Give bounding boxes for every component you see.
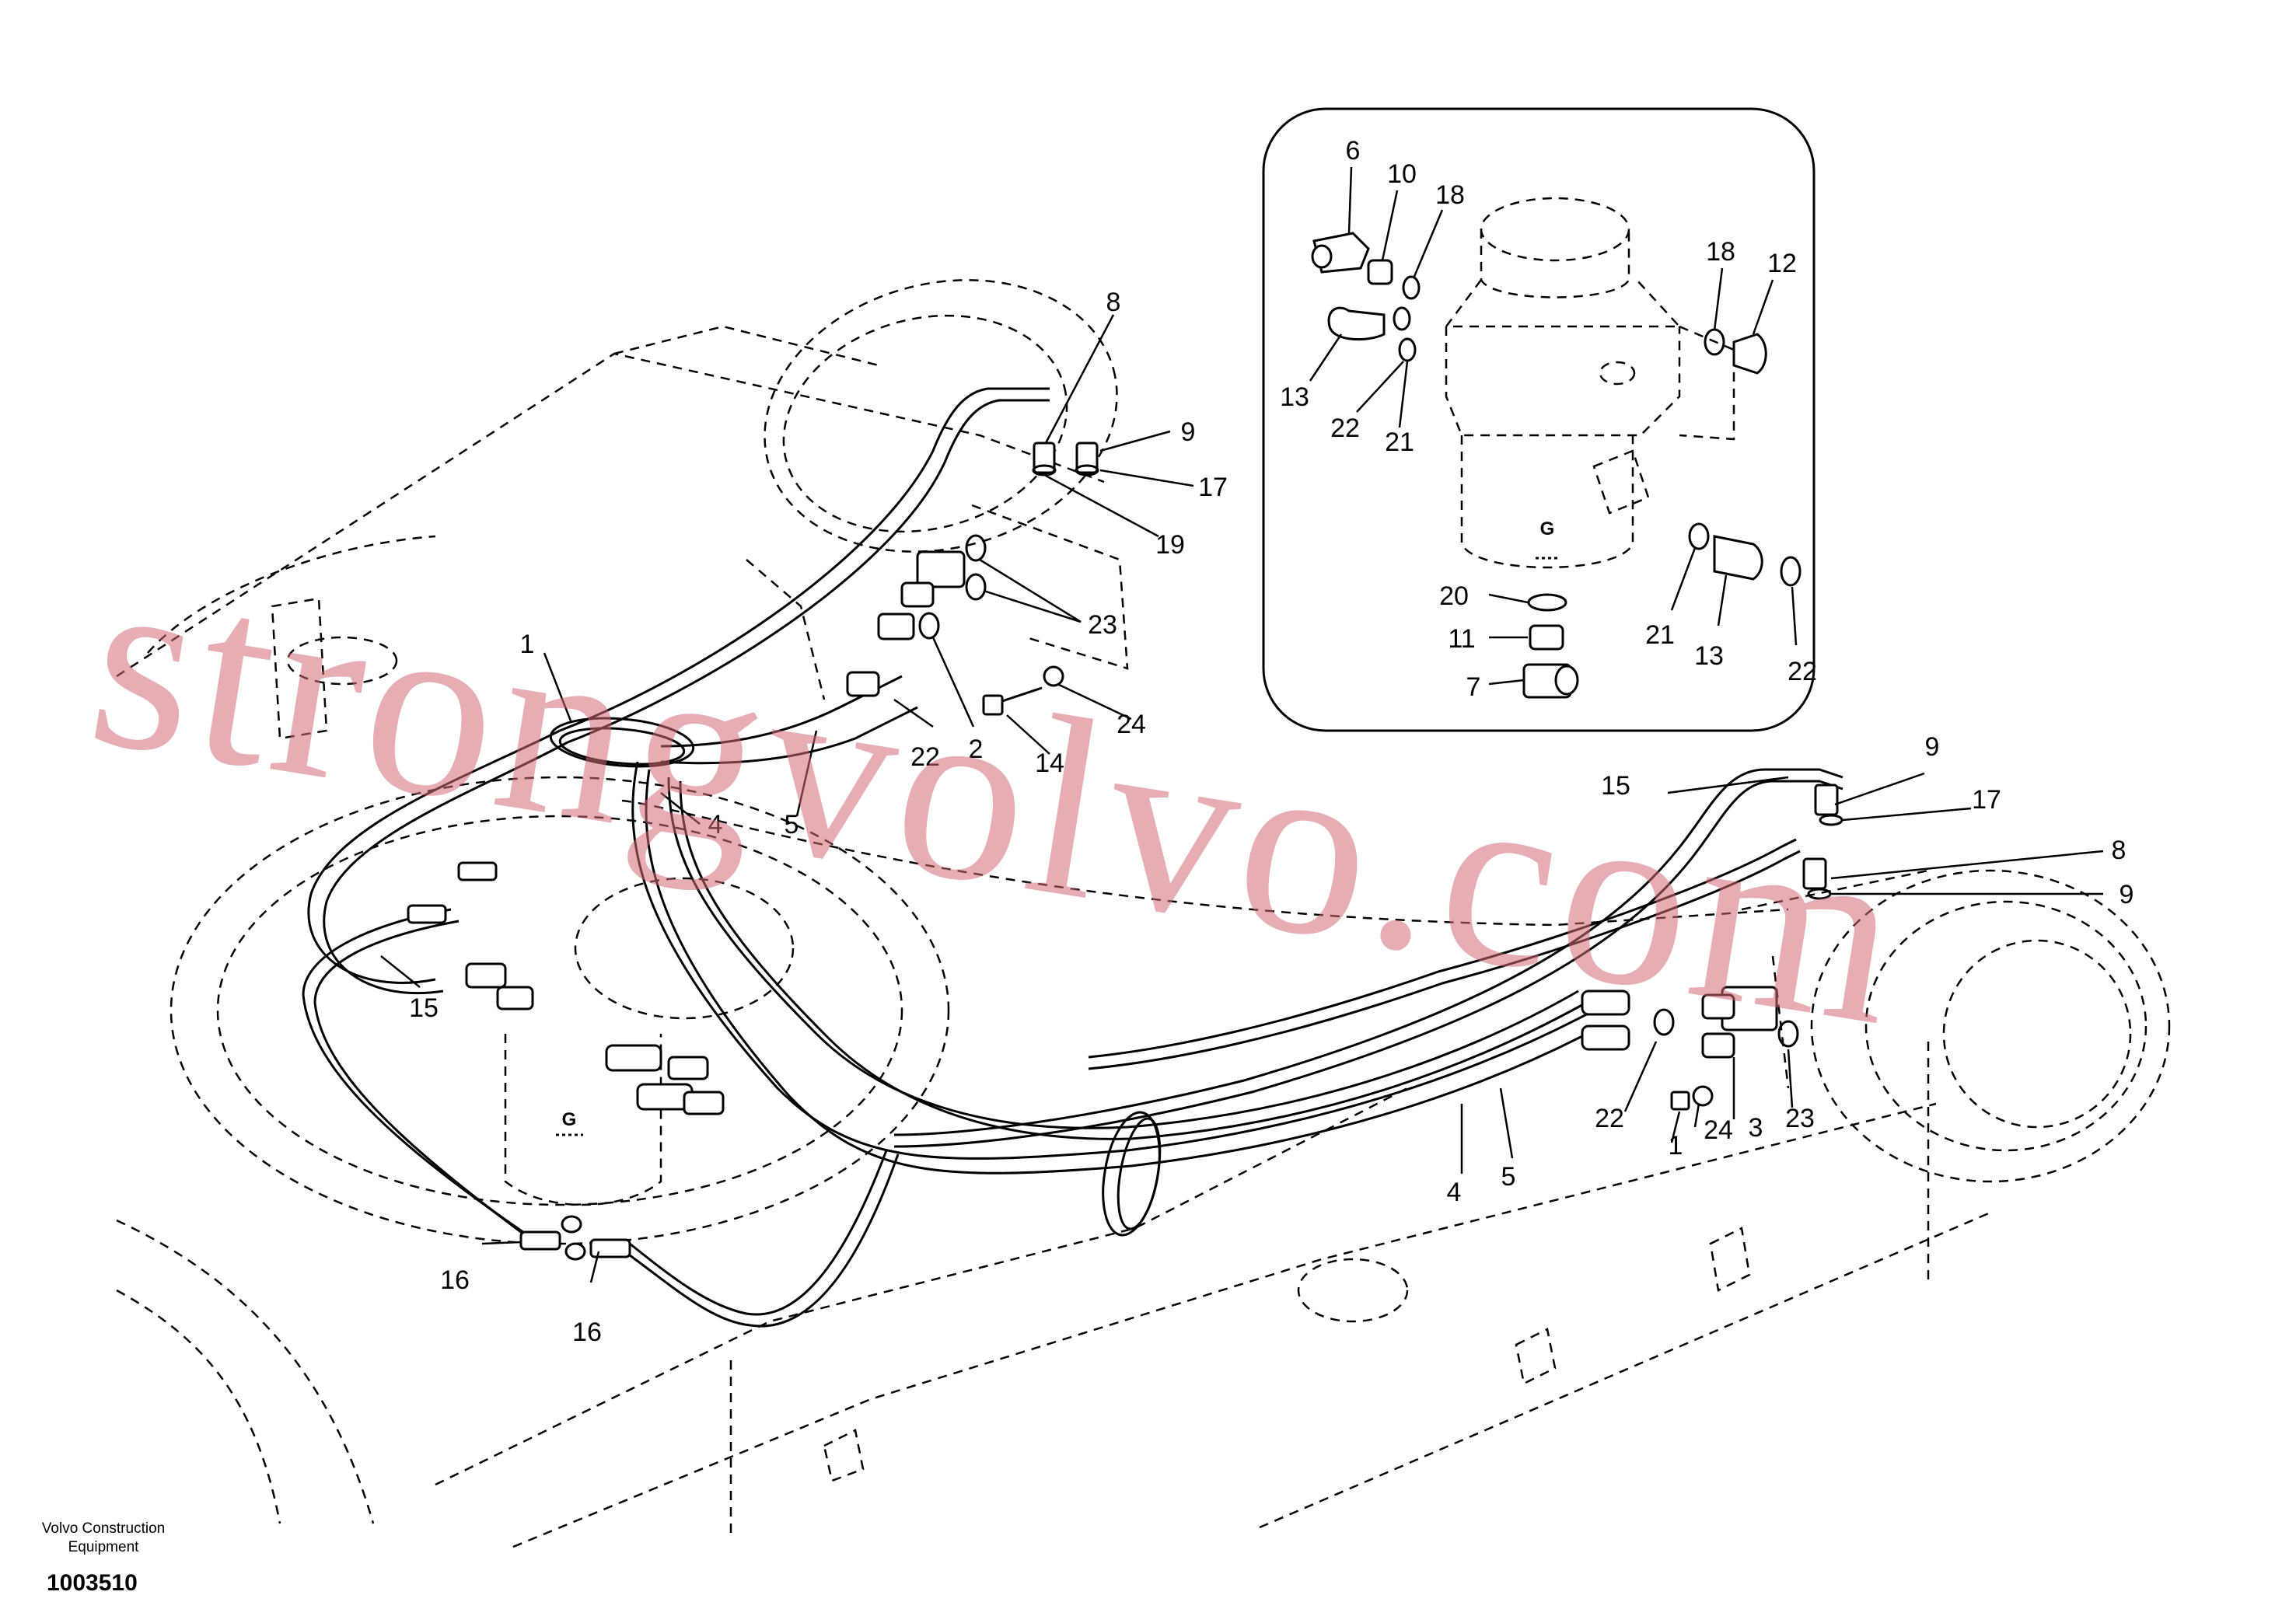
callout-15: 15 <box>1601 771 1630 801</box>
hose-clamp-left <box>549 717 695 768</box>
g-mark-main: G <box>556 1109 583 1136</box>
callout-3: 3 <box>1749 1113 1763 1143</box>
callout-9: 9 <box>1181 417 1196 447</box>
callouts-detail: 6 10 18 18 12 13 22 21 20 11 7 21 13 22 <box>1280 136 1817 702</box>
callout-4: 4 <box>1447 1178 1462 1207</box>
hose-clamp-right <box>1102 1111 1162 1237</box>
callout-1: 1 <box>520 630 535 659</box>
svg-text:G: G <box>562 1109 577 1130</box>
callout-21: 21 <box>1385 428 1414 457</box>
left-travel-motor <box>746 279 1129 700</box>
callout-22: 22 <box>1788 657 1817 686</box>
callout-8: 8 <box>1106 288 1121 317</box>
callout-23: 23 <box>1088 610 1117 640</box>
callout-23: 23 <box>1785 1104 1815 1133</box>
watermark: strongvolvo.com <box>75 515 1922 1080</box>
callout-10: 10 <box>1387 159 1417 189</box>
callout-1: 1 <box>1669 1131 1683 1161</box>
detail-inset-rotary-joint: G <box>1262 107 1815 732</box>
callout-7: 7 <box>1466 672 1481 702</box>
callout-4: 4 <box>708 810 723 839</box>
callout-13: 13 <box>1280 382 1309 412</box>
machine-frame-outline <box>116 325 1991 1548</box>
callout-16: 16 <box>440 1265 470 1295</box>
callout-22: 22 <box>1595 1104 1624 1133</box>
callout-18: 18 <box>1435 180 1465 210</box>
svg-text:G: G <box>1540 518 1555 539</box>
leader-lines-main <box>380 314 2104 1283</box>
callout-24: 24 <box>1704 1115 1733 1145</box>
callouts-main: 8 9 17 19 23 24 14 2 22 1 5 4 15 16 16 1… <box>409 288 2133 1347</box>
callout-20: 20 <box>1439 581 1469 611</box>
callout-22: 22 <box>910 742 940 772</box>
callout-17: 17 <box>1198 473 1228 502</box>
callout-5: 5 <box>1501 1162 1516 1192</box>
callout-17: 17 <box>1972 785 2001 815</box>
callout-13: 13 <box>1694 641 1724 671</box>
callout-16: 16 <box>572 1318 602 1347</box>
right-travel-motor <box>1741 869 2171 1183</box>
callout-24: 24 <box>1117 710 1146 739</box>
hose-assemblies <box>302 387 1843 1328</box>
callout-19: 19 <box>1155 530 1185 560</box>
svg-text:strongvolvo.com: strongvolvo.com <box>75 515 1922 1080</box>
callout-22: 22 <box>1330 414 1360 443</box>
fittings-main <box>407 442 1843 1261</box>
callout-21: 21 <box>1645 620 1675 650</box>
document-number: 1003510 <box>47 1570 138 1596</box>
brand-line-2: Equipment <box>68 1539 140 1555</box>
callout-9: 9 <box>2120 880 2134 909</box>
callout-5: 5 <box>785 810 799 839</box>
callout-12: 12 <box>1767 249 1797 278</box>
callout-14: 14 <box>1035 749 1064 778</box>
callout-15: 15 <box>409 993 439 1023</box>
callout-6: 6 <box>1346 136 1361 166</box>
brand-line-1: Volvo Construction <box>42 1520 165 1537</box>
callout-11: 11 <box>1448 624 1475 654</box>
callout-2: 2 <box>969 735 984 764</box>
footer-brand: Volvo Construction Equipment 1003510 <box>42 1520 165 1596</box>
callout-9: 9 <box>1925 732 1940 762</box>
callout-18: 18 <box>1706 237 1735 267</box>
callout-8: 8 <box>2112 836 2127 865</box>
